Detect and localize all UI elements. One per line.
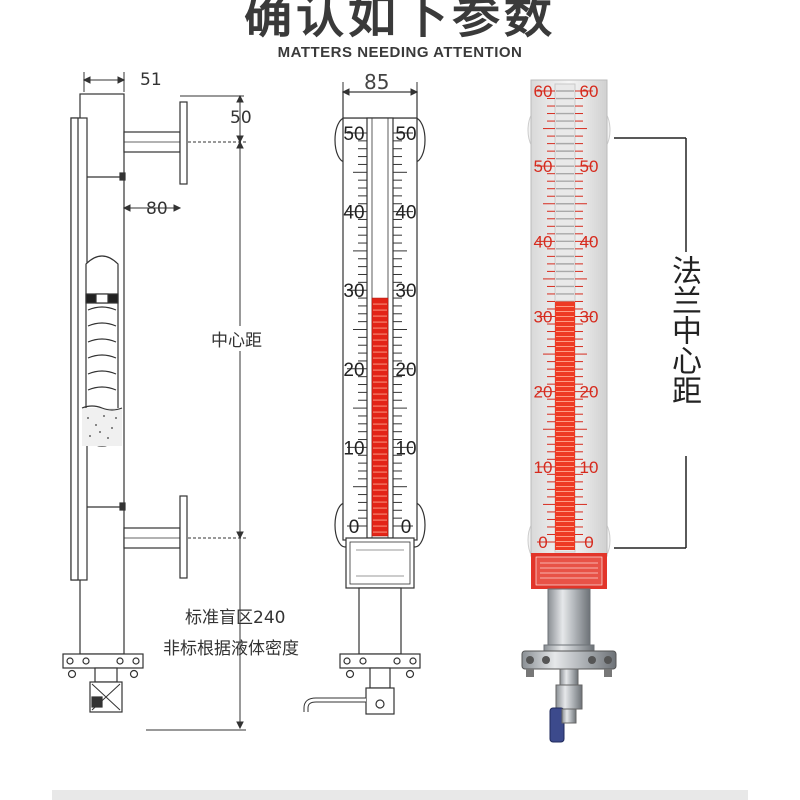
scale-label-right: 0 <box>401 517 412 538</box>
flange-center-distance-label: 法兰中心距 <box>666 255 701 405</box>
dim-gauge-width: 85 <box>364 70 390 94</box>
dim-width-top: 51 <box>140 70 162 90</box>
scale-label-right: 30 <box>580 308 599 327</box>
scale-label-right: 0 <box>584 533 593 552</box>
scale-label-right: 20 <box>395 360 416 381</box>
scale-label-left: 10 <box>343 438 364 459</box>
gauge-photo-fill-lines <box>556 305 574 547</box>
front-view-dimensions <box>341 82 419 100</box>
gauge-photo <box>521 79 617 743</box>
scale-label-right: 50 <box>580 157 599 176</box>
dim-flange-offset: 50 <box>230 108 252 128</box>
scale-label-left: 50 <box>343 124 364 145</box>
gauge-photo-scale-labels: 60 60 50 50 40 40 30 30 20 20 10 10 0 0 <box>534 82 599 552</box>
dim-center-distance: 中心距 <box>211 326 262 351</box>
scale-label-left: 20 <box>534 383 553 402</box>
page-subtitle: MATTERS NEEDING ATTENTION <box>277 44 523 61</box>
scale-label-right: 40 <box>580 232 599 251</box>
scale-label-left: 10 <box>534 458 553 477</box>
dim-non-standard-note: 非标根据液体密度 <box>163 639 299 659</box>
front-view-drawing <box>303 91 426 715</box>
scale-label-right: 30 <box>395 281 416 302</box>
front-view-level-fill <box>371 297 389 537</box>
scale-label-right: 50 <box>395 124 416 145</box>
scale-label-left: 0 <box>538 533 547 552</box>
scale-label-left: 30 <box>343 281 364 302</box>
page-title: 确认如下参数 <box>243 0 556 44</box>
scale-label-right: 60 <box>580 82 599 101</box>
scale-label-left: 40 <box>534 232 553 251</box>
scale-label-left: 60 <box>534 82 553 101</box>
dim-blind-zone: 标准盲区240 <box>185 608 286 628</box>
scale-label-right: 10 <box>395 438 416 459</box>
front-view-scale-labels: 50 50 40 40 30 30 20 20 10 10 0 0 <box>343 124 416 538</box>
front-view-fill-lines <box>373 303 387 533</box>
scale-label-right: 20 <box>580 383 599 402</box>
scale-label-left: 30 <box>534 308 553 327</box>
scale-label-right: 40 <box>395 203 416 224</box>
scale-label-left: 50 <box>534 157 553 176</box>
dim-flange-depth: 80 <box>146 199 168 219</box>
scale-label-left: 40 <box>343 203 364 224</box>
gauge-photo-level-fill <box>555 301 575 550</box>
side-view-dimensions <box>82 72 246 731</box>
scale-label-right: 10 <box>580 458 599 477</box>
scale-label-left: 20 <box>343 360 364 381</box>
bottom-divider <box>52 790 748 800</box>
front-view-tick-marks <box>347 132 413 527</box>
scale-label-left: 0 <box>349 517 360 538</box>
side-view-drawing <box>62 93 188 713</box>
flange-center-bracket <box>614 137 687 549</box>
